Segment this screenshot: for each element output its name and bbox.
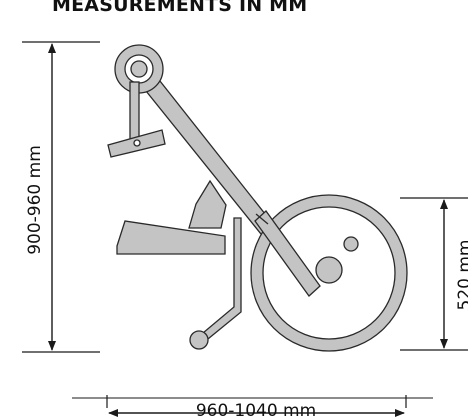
wheel-height-dimension: 520 mm bbox=[400, 197, 468, 351]
frame-joint-line bbox=[255, 213, 269, 225]
wheel-height-label: 520 mm bbox=[455, 240, 468, 311]
crank-hub-center bbox=[130, 60, 148, 78]
height-label: 900-960 mm bbox=[25, 145, 45, 255]
rear-wheel-hub bbox=[315, 256, 343, 284]
front-caster bbox=[189, 330, 209, 350]
diagram-title: MEASUREMENTS IN MM bbox=[52, 0, 308, 16]
handbike bbox=[107, 44, 408, 352]
length-label: 960-1040 mm bbox=[196, 401, 316, 419]
crank-arm bbox=[129, 81, 140, 141]
length-dimension: 960-1040 mm bbox=[72, 395, 433, 419]
rear-wheel-axle-mount bbox=[343, 236, 359, 252]
wheel-fork-blade bbox=[254, 210, 321, 297]
backrest bbox=[188, 179, 227, 229]
height-dimension: 900-960 mm bbox=[22, 41, 100, 353]
seat bbox=[116, 220, 226, 255]
hand-pedal-bolt bbox=[133, 139, 141, 147]
